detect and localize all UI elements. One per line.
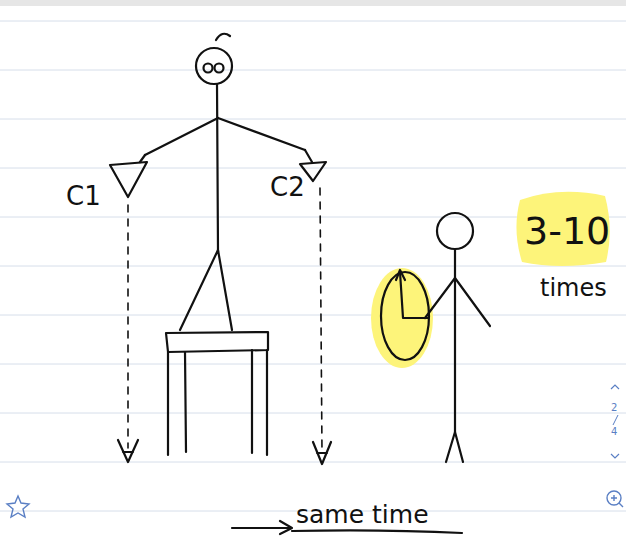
arrow-head xyxy=(313,442,331,464)
clock xyxy=(381,272,429,360)
fall-line xyxy=(127,205,129,448)
arrow xyxy=(232,521,292,534)
arm xyxy=(218,118,305,150)
cone xyxy=(110,162,147,197)
head xyxy=(437,213,473,249)
eye xyxy=(215,64,224,73)
body xyxy=(217,84,218,252)
note-text: times xyxy=(540,276,607,300)
highlight xyxy=(371,268,433,368)
ruled-lines xyxy=(0,21,626,511)
fall-line xyxy=(320,188,322,452)
head xyxy=(196,48,232,84)
star-icon xyxy=(7,496,29,517)
legs xyxy=(180,250,232,330)
count-note: 3-10 xyxy=(524,212,610,250)
arm xyxy=(425,278,490,326)
zoom-icon xyxy=(611,495,623,507)
clock-hand-tip xyxy=(396,270,405,280)
eye xyxy=(204,64,213,73)
page-edge xyxy=(0,0,626,6)
page-chevron xyxy=(611,385,619,458)
page-number: 2 xyxy=(611,403,617,413)
hair xyxy=(216,34,230,40)
legs xyxy=(446,432,463,462)
part-label: C1 xyxy=(66,183,101,209)
highlight xyxy=(516,192,609,266)
note-text: same time xyxy=(296,502,429,527)
arm xyxy=(145,118,218,155)
stool-seat xyxy=(166,332,268,352)
page-slash xyxy=(613,415,618,425)
part-label: C2 xyxy=(270,174,305,200)
page-number: 4 xyxy=(611,427,617,437)
arrow-head xyxy=(118,440,138,462)
underline xyxy=(292,530,462,533)
body xyxy=(454,249,456,432)
stool-legs xyxy=(168,350,267,455)
hand xyxy=(140,150,312,162)
